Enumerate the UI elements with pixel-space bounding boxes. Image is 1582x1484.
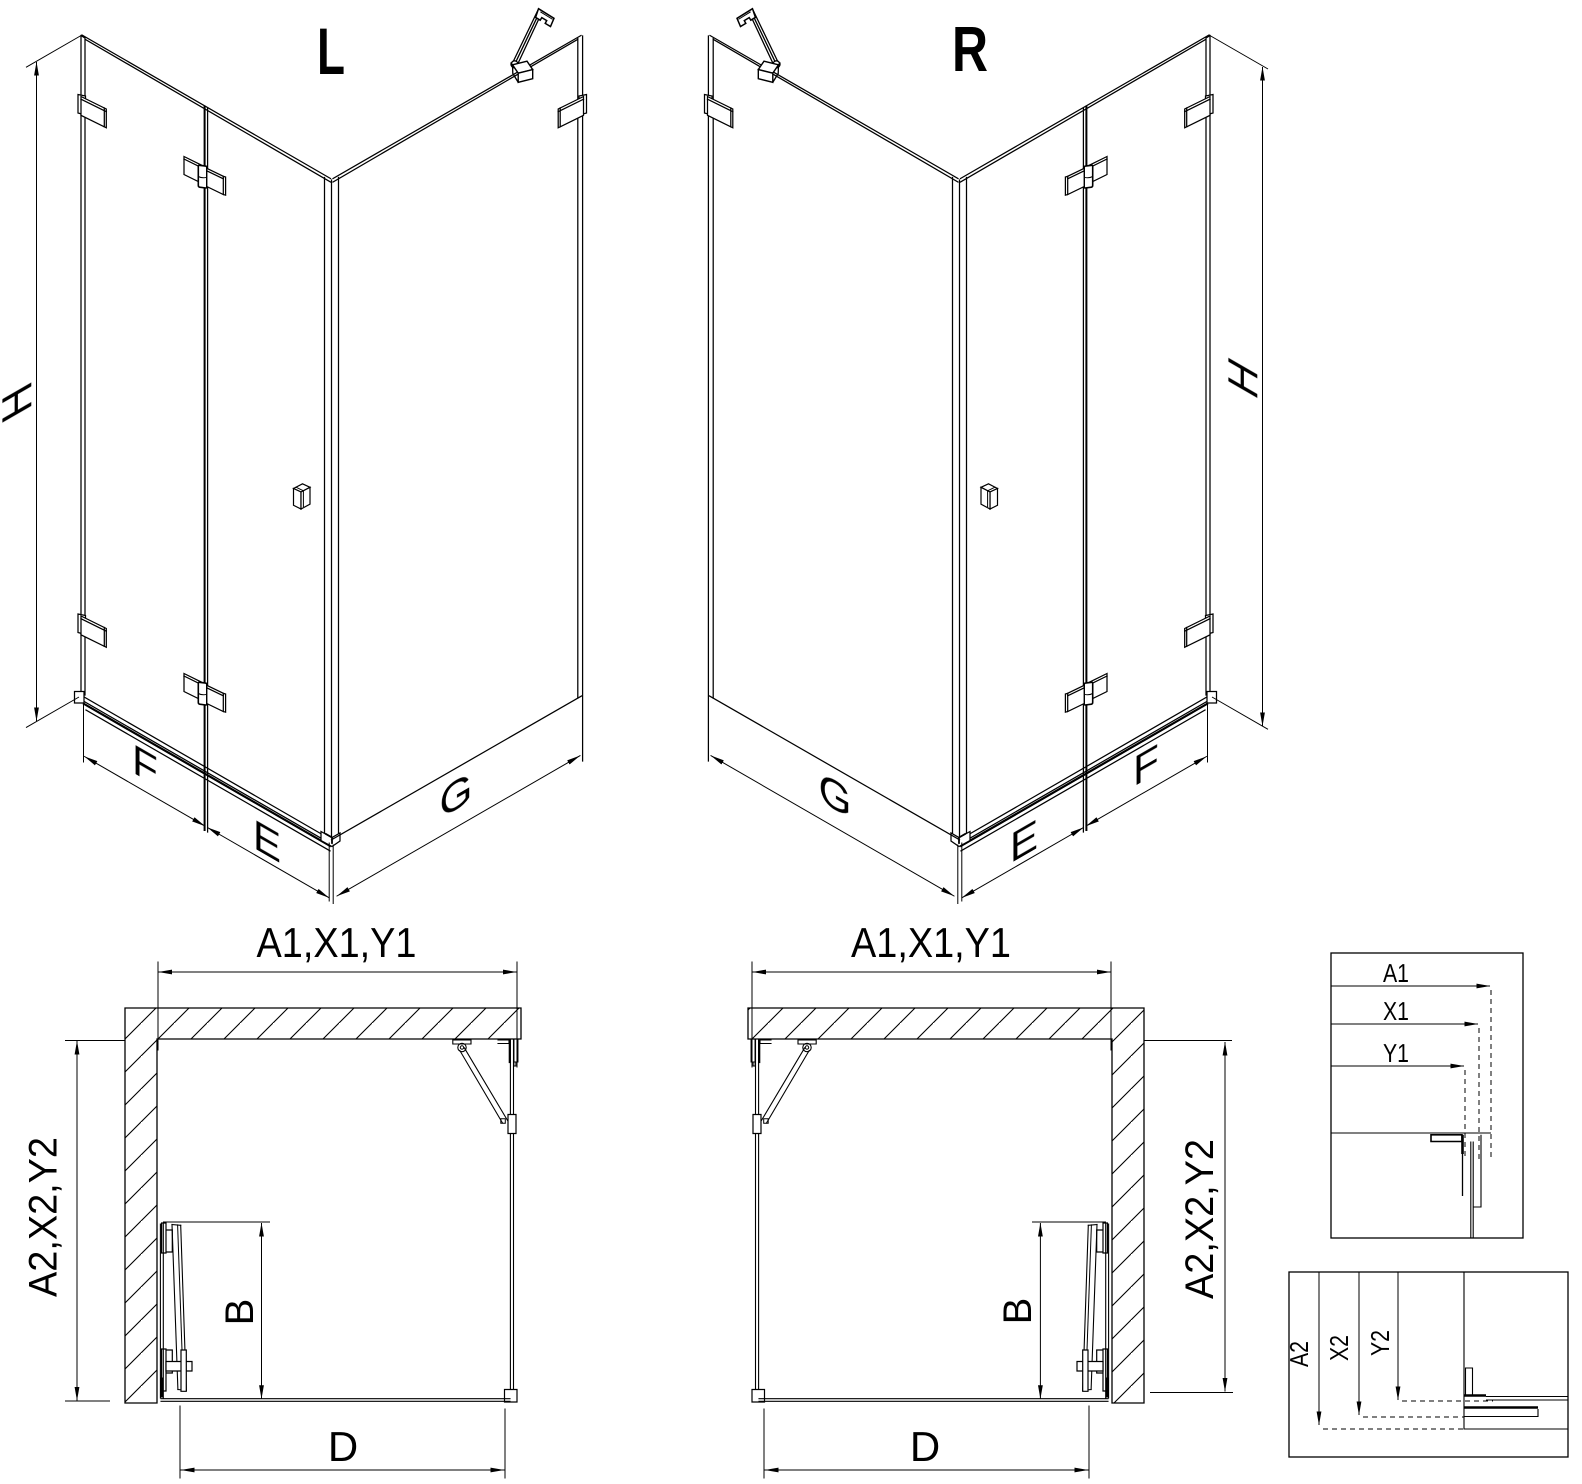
svg-text:A2,X2,Y2: A2,X2,Y2: [1178, 1139, 1222, 1299]
svg-text:Y1: Y1: [1383, 1038, 1409, 1068]
svg-text:D: D: [328, 1423, 358, 1470]
svg-text:A2: A2: [1284, 1341, 1314, 1367]
svg-text:A2,X2,Y2: A2,X2,Y2: [22, 1137, 66, 1297]
svg-text:Y2: Y2: [1365, 1330, 1395, 1356]
svg-text:B: B: [996, 1298, 1040, 1325]
svg-text:A1: A1: [1383, 958, 1409, 988]
svg-text:X1: X1: [1383, 996, 1409, 1026]
svg-text:B: B: [218, 1299, 262, 1326]
svg-text:R: R: [952, 13, 988, 85]
svg-text:L: L: [317, 14, 345, 88]
svg-text:A1,X1,Y1: A1,X1,Y1: [257, 919, 417, 966]
svg-text:X2: X2: [1324, 1335, 1354, 1361]
svg-text:D: D: [910, 1423, 940, 1470]
svg-text:A1,X1,Y1: A1,X1,Y1: [851, 919, 1011, 966]
